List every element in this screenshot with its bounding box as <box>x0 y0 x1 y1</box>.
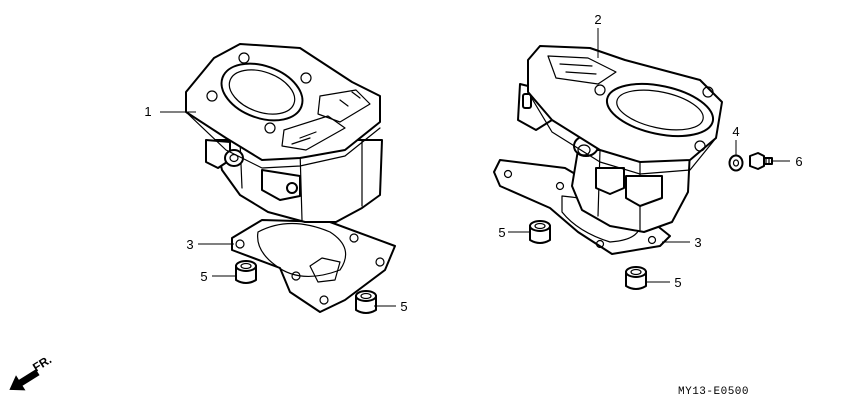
callout-2: 2 <box>594 12 601 27</box>
diagram-code: MY13-E0500 <box>678 386 749 398</box>
right-dowel-pin-b <box>625 266 647 290</box>
sealing-washer <box>728 154 744 172</box>
callout-1: 1 <box>144 104 151 119</box>
leader-lines <box>160 28 790 307</box>
callout-3-left: 3 <box>186 237 193 252</box>
callout-6: 6 <box>795 154 802 169</box>
callout-3-right: 3 <box>694 235 701 250</box>
right-cylinder-block <box>517 45 723 233</box>
callout-4: 4 <box>732 124 739 139</box>
left-dowel-pin-b <box>355 290 377 314</box>
flange-bolt <box>749 152 773 170</box>
left-dowel-pin-a <box>235 260 257 284</box>
callout-5-left-b: 5 <box>400 299 407 314</box>
front-arrow-icon <box>9 369 40 391</box>
left-cylinder-block <box>185 43 383 223</box>
front-direction-indicator: FR. <box>9 352 54 391</box>
left-cylinder-base-gasket <box>231 219 396 313</box>
callout-5-right-b: 5 <box>674 275 681 290</box>
callout-5-left-a: 5 <box>200 269 207 284</box>
right-dowel-pin-a <box>529 220 551 244</box>
callout-5-right-a: 5 <box>498 225 505 240</box>
